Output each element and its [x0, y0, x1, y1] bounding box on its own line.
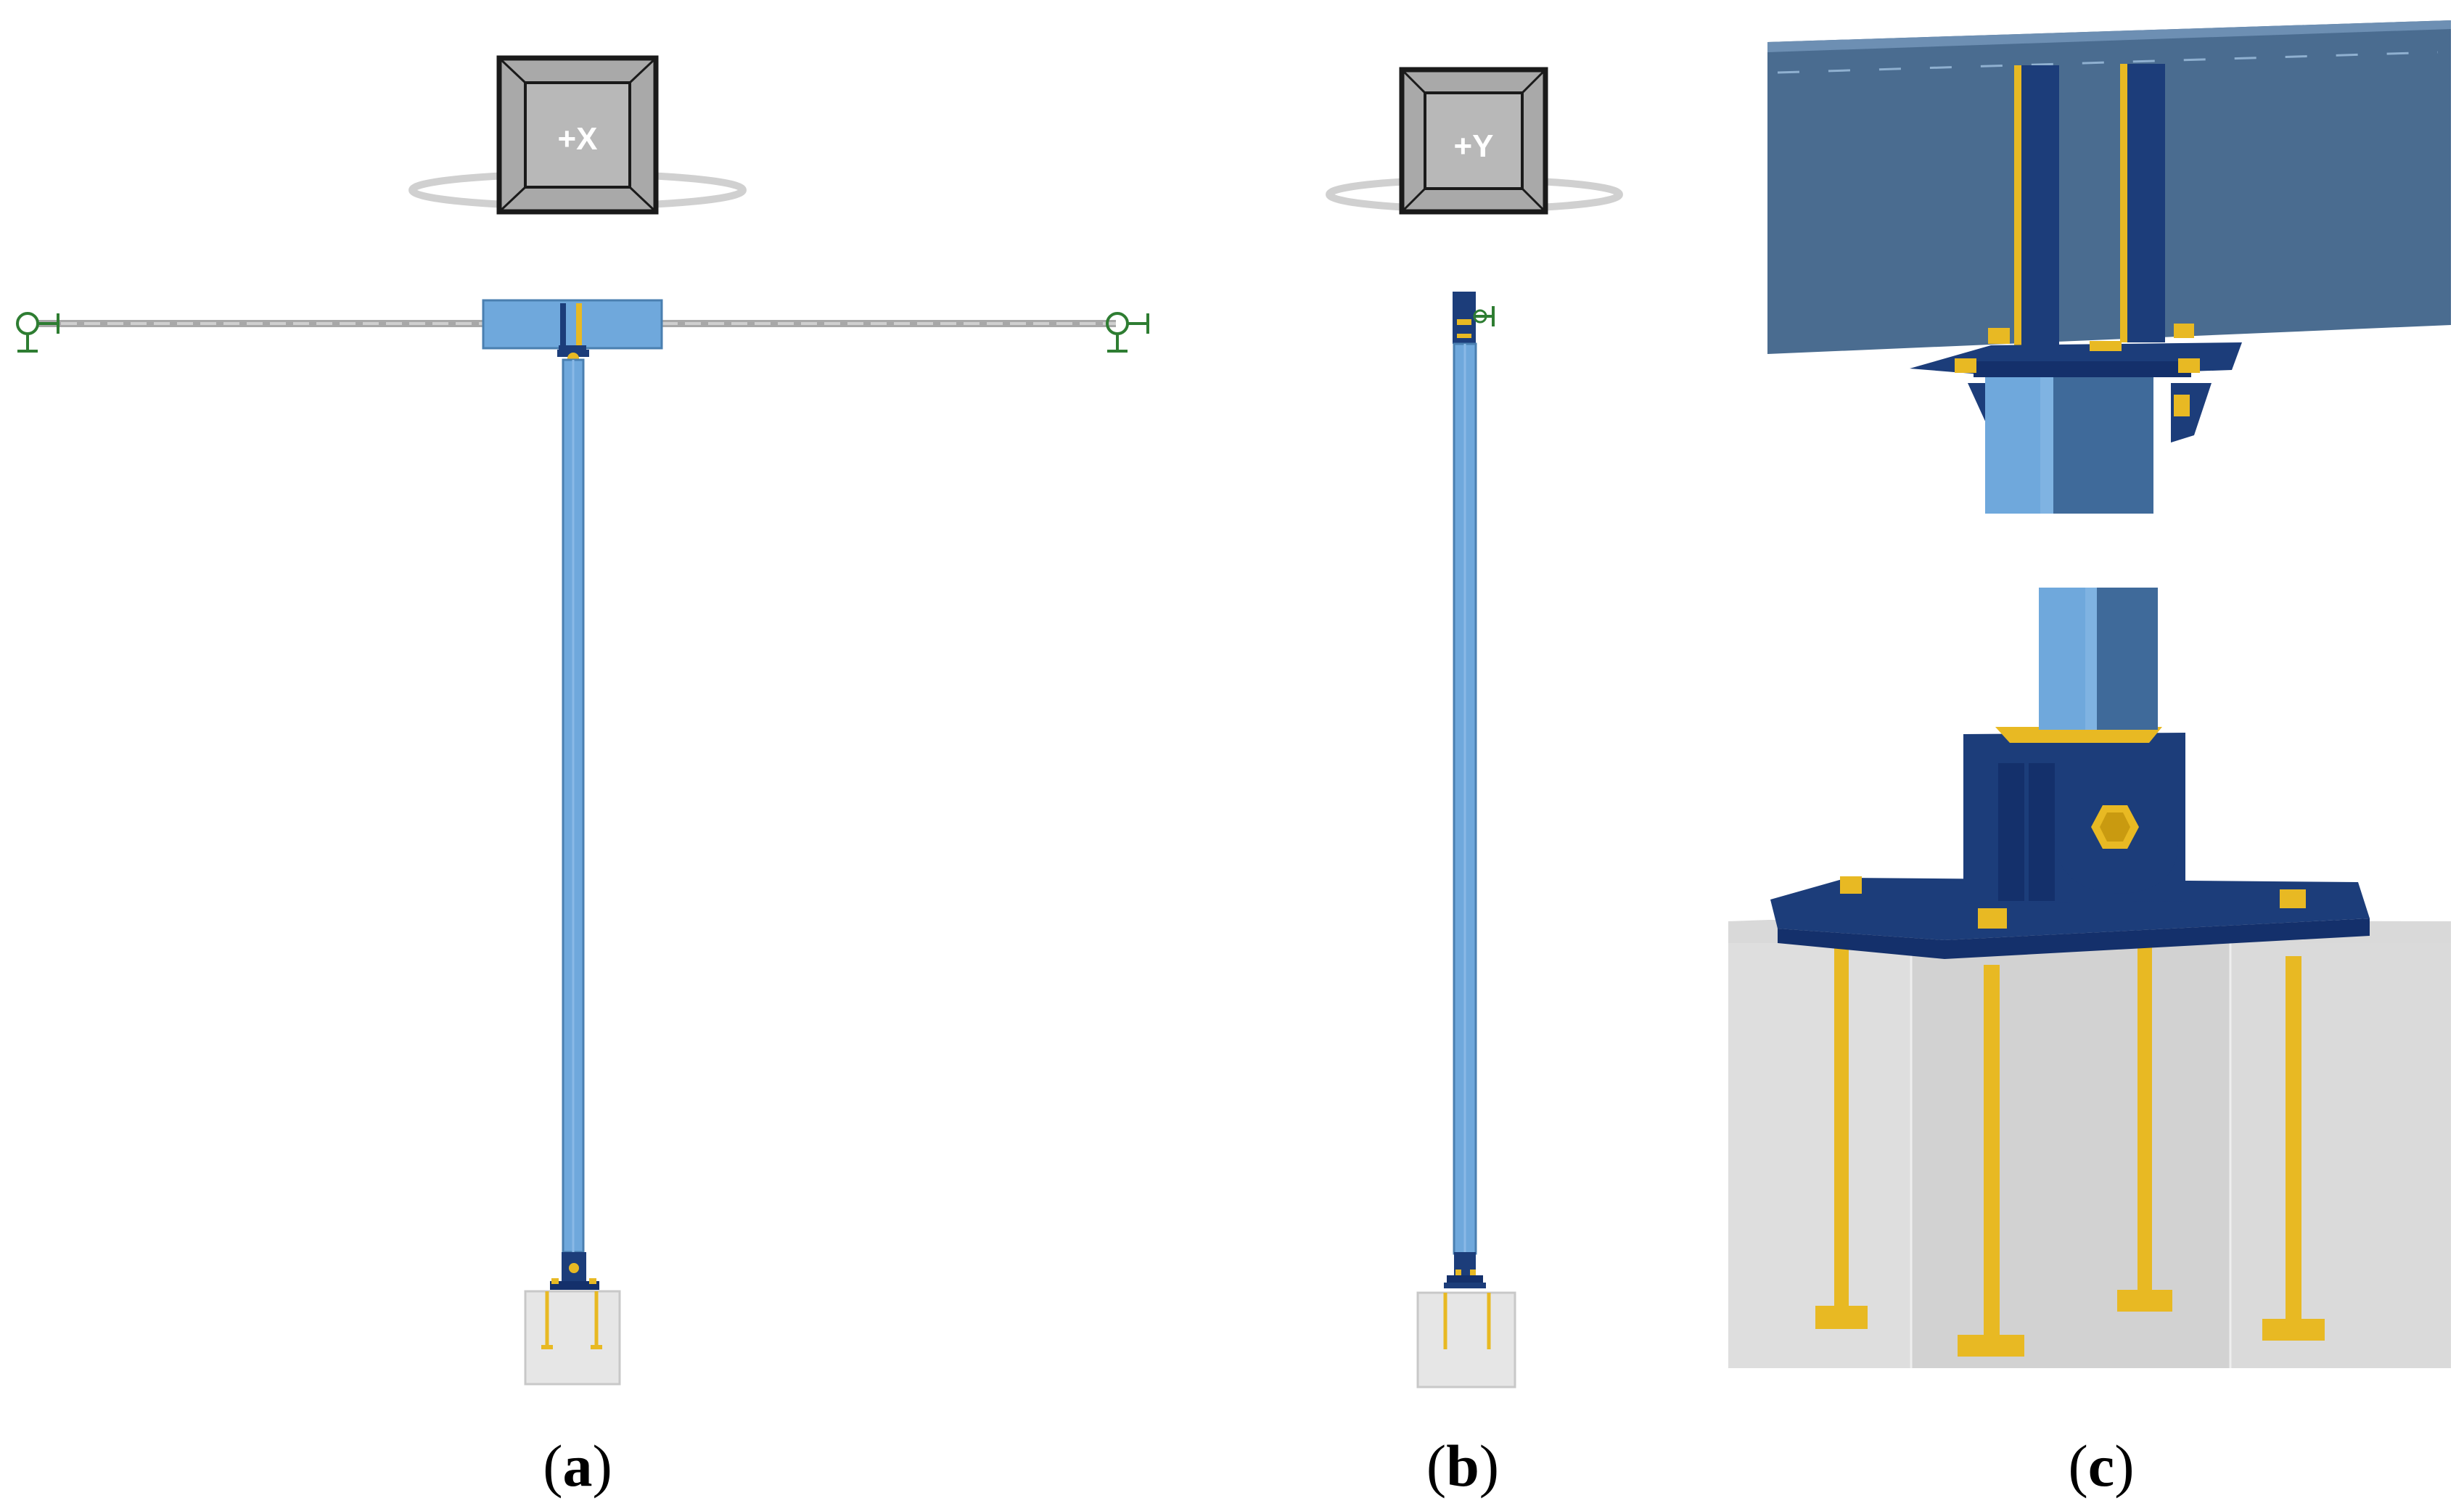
- beam-a: [38, 299, 1116, 351]
- column-b: [1453, 342, 1477, 1255]
- anchor-bolt-icon: [2262, 956, 2325, 1341]
- concrete-footing-a: [524, 1290, 621, 1386]
- caption-c: (c): [2068, 1433, 2134, 1499]
- pinned-support-icon: [1473, 306, 1495, 326]
- anchor-bolt-icon: [2117, 939, 2172, 1312]
- anchor-bolt-icon: [1815, 940, 1868, 1329]
- column-base-detail: [1728, 588, 2451, 1368]
- caption-a: (a): [543, 1433, 612, 1499]
- view-cube-icon[interactable]: +X: [408, 55, 747, 215]
- panel-a: +X: [16, 55, 1149, 1499]
- beam-column-connection-detail: [1767, 20, 2451, 514]
- pinned-support-icon: [1106, 312, 1149, 353]
- view-cube-label-b: +Y: [1453, 128, 1493, 164]
- pinned-support-icon: [16, 312, 59, 353]
- panel-c: (c): [1728, 20, 2451, 1499]
- caption-b: (b): [1426, 1433, 1499, 1499]
- view-cube-icon[interactable]: +Y: [1326, 67, 1623, 215]
- anchor-bolt-icon: [1958, 965, 2024, 1357]
- view-cube-label-a: +X: [557, 121, 597, 157]
- beam-b: [1453, 292, 1476, 344]
- concrete-footing-b: [1416, 1291, 1516, 1388]
- base-connection-a: [550, 1252, 599, 1290]
- base-connection-b: [1444, 1252, 1486, 1288]
- panel-b: +Y (b): [1326, 67, 1623, 1499]
- column-a: [562, 358, 585, 1254]
